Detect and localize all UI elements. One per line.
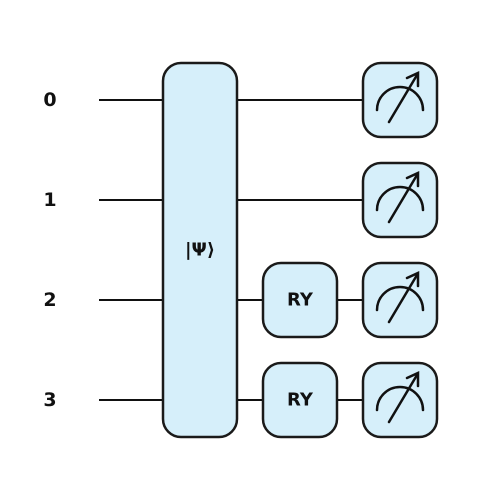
qubit-label-0: 0 — [43, 89, 56, 111]
measurement-meter-icon — [375, 171, 425, 224]
qubit-label-3: 3 — [43, 389, 56, 411]
measurement-gate-qubit-0 — [361, 61, 439, 139]
ry-gate-qubit-2: RY — [261, 261, 339, 339]
measurement-gate-box — [361, 61, 439, 139]
ry-gate-label: RY — [287, 290, 314, 311]
measurement-gate-qubit-3 — [361, 361, 439, 439]
measurement-gate-qubit-1 — [361, 161, 439, 239]
ry-gate-qubit-3: RY — [261, 361, 339, 439]
measurement-gate-box — [361, 161, 439, 239]
qubit-label-2: 2 — [43, 289, 56, 311]
measurement-gate-box — [361, 261, 439, 339]
measurement-meter-icon — [375, 371, 425, 424]
state-prep-gate-box — [161, 61, 239, 439]
measurement-gate-qubit-2 — [361, 261, 439, 339]
measurement-gate-box — [361, 361, 439, 439]
state-prep-gate: |Ψ⟩ — [161, 61, 239, 439]
qubit-label-1: 1 — [43, 189, 56, 211]
ry-gate-box — [261, 361, 339, 439]
ry-gate-box — [261, 261, 339, 339]
qubit-labels: 0 1 2 3 — [43, 89, 56, 411]
measurement-meter-icon — [375, 71, 425, 124]
ry-gate-label: RY — [287, 390, 314, 411]
measurement-meter-icon — [375, 271, 425, 324]
state-prep-gate-label: |Ψ⟩ — [185, 240, 215, 261]
